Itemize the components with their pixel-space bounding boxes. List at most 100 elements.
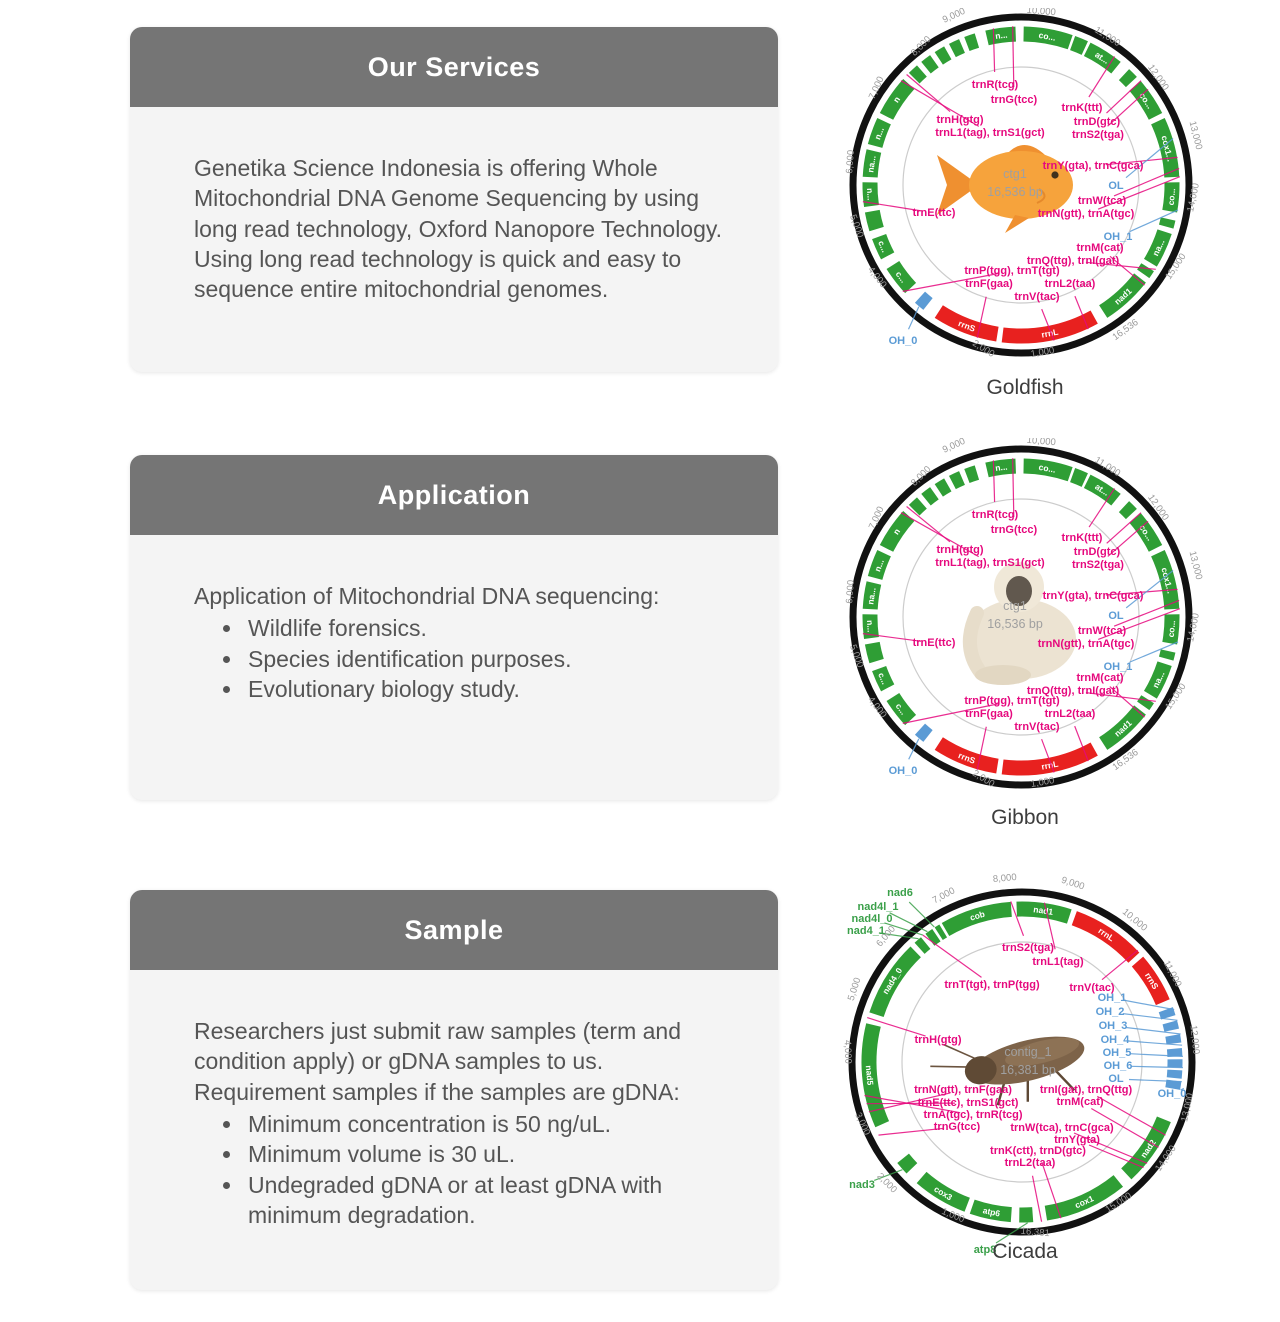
label-leader-line (900, 80, 980, 127)
label-leader-line (1073, 1132, 1148, 1164)
label-leader-line (1101, 949, 1139, 981)
label-leader-line (908, 901, 935, 928)
contig-center-label: ctg1 (1003, 599, 1027, 613)
position-tick-label: 9,000 (941, 438, 967, 456)
label-leader-line (862, 201, 922, 212)
gene-arc-label: nad5 (864, 1065, 876, 1086)
position-tick-label: 4,000 (842, 1040, 854, 1064)
bullet-item: Species identification purposes. (244, 644, 738, 674)
gene-arc (1158, 649, 1176, 661)
gene-arc (969, 1199, 1013, 1223)
label-leader-line (1012, 26, 1015, 88)
feature-label: OH_1 (1104, 661, 1133, 673)
feature-label: trnD(gtc) (1074, 546, 1121, 558)
label-leader-line (1129, 1053, 1183, 1057)
label-leader-line (1125, 570, 1174, 609)
feature-label: trnV(tac) (1069, 982, 1115, 994)
card-our-services-body: Genetika Science Indonesia is offering W… (130, 107, 778, 305)
goldfish-map-svg: n...co...at...co...cox1...co...na...nad1… (844, 5, 1204, 360)
position-tick-label: 5,000 (847, 643, 865, 669)
card-our-services: Our Services Genetika Science Indonesia … (130, 27, 778, 372)
gene-arc (1069, 36, 1088, 55)
card-application: Application Application of Mitochondrial… (130, 455, 778, 800)
feature-label: trnH(gtg) (936, 544, 983, 556)
gene-arc (1069, 468, 1088, 487)
label-leader-line (1088, 56, 1116, 98)
label-leader-line (1043, 902, 1056, 950)
gene-arc-label: na... (865, 155, 877, 173)
position-tick-label: 10,000 (1026, 8, 1056, 18)
gene-arc (869, 946, 922, 1018)
feature-label: trnE(ttc), trnS1(gct) (918, 1097, 1019, 1109)
gene-arc (1143, 661, 1172, 699)
gene-arc (1083, 474, 1121, 506)
gene-arc (921, 487, 939, 506)
gene-arc-label: n... (995, 30, 1008, 41)
gene-arc (1071, 911, 1140, 963)
label-leader-line (1097, 1095, 1166, 1136)
position-tick-label: 8,000 (992, 872, 1017, 885)
feature-label: trnH(gtg) (936, 114, 983, 126)
gene-arc (914, 723, 933, 742)
label-leader-line (1074, 295, 1089, 330)
label-leader-line (1105, 588, 1178, 596)
feature-label: trnR(tcg) (972, 79, 1019, 91)
feature-label: OH_1 (1098, 992, 1127, 1004)
gene-arc (1118, 69, 1137, 88)
gene-arc (862, 182, 879, 208)
gene-arc (864, 641, 884, 664)
gene-arc (1162, 1020, 1180, 1032)
label-leader-line (1130, 1065, 1183, 1069)
feature-label: trnT(tgt), trnP(tgg) (944, 979, 1040, 991)
label-leader-line (1010, 901, 1025, 937)
gene-arc-label: n (891, 527, 902, 537)
label-leader-line (1109, 686, 1145, 718)
gene-arc (862, 581, 882, 610)
gene-arc (1158, 217, 1176, 229)
feature-label: trnE(ttc) (913, 637, 956, 649)
label-leader-line (1109, 255, 1145, 286)
bullet-item: Minimum volume is 30 uL. (244, 1139, 738, 1169)
label-leader-line (1088, 488, 1116, 528)
gene-arc (1166, 1069, 1183, 1079)
feature-label: OH_0 (889, 335, 918, 347)
gene-arc (908, 497, 927, 516)
gene-arc-label: n... (872, 558, 886, 573)
position-tick-label: 9,000 (941, 8, 967, 26)
gibbon-genome-map: n...co...at...co...cox1...co...na...nad1… (810, 435, 1240, 848)
gene-arc-label: nad1 (1033, 904, 1054, 917)
gene-arc (1098, 273, 1146, 318)
label-leader-line (868, 1092, 951, 1113)
gene-arc-label: n (891, 95, 902, 105)
label-leader-line (862, 633, 922, 642)
label-leader-line (1088, 1144, 1144, 1169)
label-leader-line (1129, 209, 1179, 233)
feature-label: trnS2(tga) (1002, 942, 1054, 954)
label-leader-line (1090, 1107, 1159, 1148)
feature-label: trnA(tgc), trnR(tcg) (924, 1109, 1023, 1121)
contig-center-label: contig_1 (1004, 1045, 1051, 1059)
gene-arc (861, 1023, 890, 1128)
label-leader-line (1129, 641, 1179, 663)
label-leader-line (867, 1017, 926, 1037)
feature-label: trnL1(tag) (1032, 956, 1084, 968)
gene-arc (964, 465, 980, 484)
feature-label: trnG(tcc) (991, 524, 1038, 536)
label-leader-line (922, 934, 982, 978)
feature-label: trnS2(tga) (1072, 129, 1124, 141)
gene-arc-label: c... (876, 239, 890, 254)
label-leader-line (878, 1127, 945, 1136)
position-tick-label: 13,000 (1187, 550, 1205, 581)
card-application-title: Application (377, 479, 531, 510)
position-tick-label: 16,381 (1020, 1226, 1050, 1239)
feature-label: trnM(cat) (1076, 242, 1123, 254)
gene-arc-label: na... (865, 587, 877, 605)
gene-arc (1162, 614, 1180, 645)
gene-arc (985, 26, 1017, 46)
goldfish-genome-map: n...co...at...co...cox1...co...na...nad1… (810, 5, 1240, 418)
label-leader-line (1107, 520, 1149, 557)
feature-label: trnL1(tag), trnS1(gct) (935, 557, 1045, 569)
card-sample-header: Sample (130, 890, 778, 970)
